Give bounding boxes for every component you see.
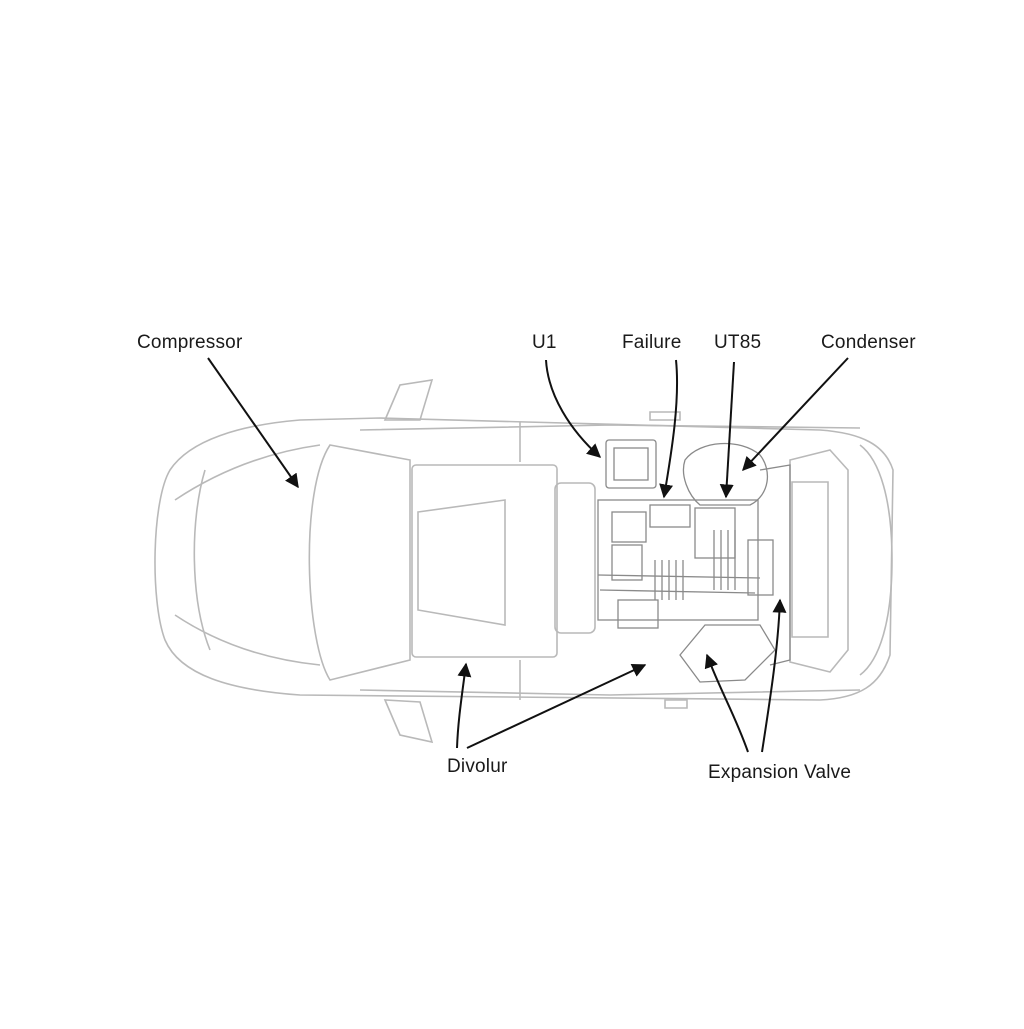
component-box <box>611 511 647 543</box>
car-body-outline <box>155 380 893 742</box>
arrow-failure <box>659 359 679 499</box>
component-box <box>605 439 657 489</box>
arrow-u1 <box>545 359 602 458</box>
windshield <box>309 445 410 680</box>
component-box <box>597 499 759 621</box>
car-outline <box>155 418 893 700</box>
hood-line <box>175 445 320 500</box>
component-box <box>649 504 691 528</box>
label-ut85: UT85 <box>714 332 762 353</box>
arrow-compressor <box>207 357 299 489</box>
arrow-expansion-right <box>761 598 787 753</box>
component-box <box>617 599 659 629</box>
label-condenser: Condenser <box>821 332 916 353</box>
label-failure: Failure <box>622 332 682 353</box>
mirror-top <box>385 380 432 420</box>
side-duct <box>759 464 791 666</box>
mirror-bottom <box>385 700 432 742</box>
arrow-expansion-left <box>704 653 749 753</box>
label-divolur: Divolur <box>447 756 508 777</box>
label-compressor: Compressor <box>137 332 243 353</box>
component-box <box>694 507 736 559</box>
component-box <box>613 447 649 481</box>
component-box <box>611 544 643 581</box>
radiator-fins <box>654 530 736 600</box>
hood-crease <box>194 470 210 650</box>
trunk <box>790 450 848 672</box>
rear-bumper <box>860 445 892 675</box>
wheel <box>650 412 680 420</box>
label-u1: U1 <box>532 332 557 353</box>
side-line-top <box>360 425 860 430</box>
wheel <box>665 700 687 708</box>
arrow-divolur-right <box>466 663 647 749</box>
label-expansion-valve: Expansion Valve <box>708 762 852 783</box>
pipe <box>597 574 761 579</box>
arrow-divolur-left <box>456 662 472 749</box>
side-line-bottom <box>360 690 860 695</box>
condenser-housing <box>682 442 769 506</box>
roof <box>412 465 557 657</box>
component-box <box>747 539 774 596</box>
arrow-condenser <box>742 357 849 472</box>
pipe <box>599 589 756 594</box>
leader-arrows <box>207 357 849 753</box>
arrow-ut85 <box>719 361 735 499</box>
rear-window <box>555 483 595 633</box>
ac-components <box>597 439 791 683</box>
expansion-valve-housing <box>679 624 776 683</box>
sunroof <box>418 500 505 625</box>
hood-line <box>175 615 320 665</box>
trunk-panel <box>792 482 828 637</box>
